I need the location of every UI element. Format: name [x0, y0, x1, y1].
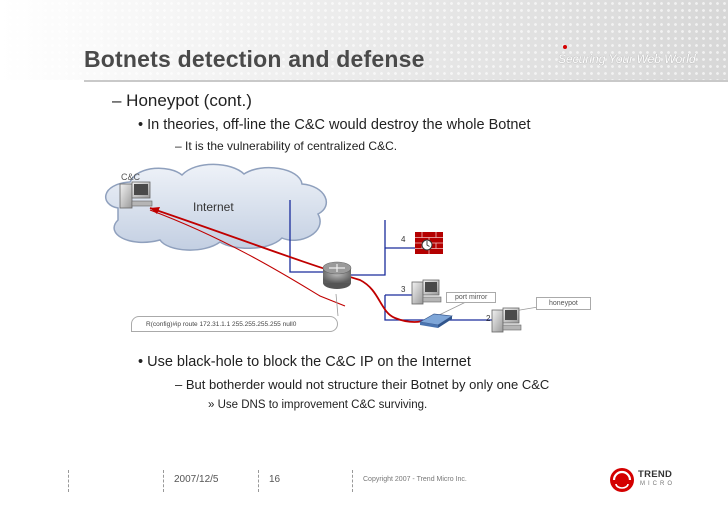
node-2-label: 2: [486, 314, 491, 323]
internet-cloud: [104, 163, 328, 251]
footer-divider: [258, 470, 259, 492]
brand-tagline: Securing Your Web World: [558, 52, 696, 66]
slide-title: Botnets detection and defense: [84, 46, 425, 72]
bullet-level2-a: • In theories, off-line the C&C would de…: [138, 117, 531, 133]
router-icon: [322, 261, 352, 289]
bullet-level1: – Honeypot (cont.): [112, 91, 252, 110]
brand-dot: [563, 45, 567, 49]
bullet-level3-b: – But botherder would not structure thei…: [175, 377, 550, 392]
logo-wordmark: TREND: [638, 469, 673, 480]
footer-copyright: Copyright 2007 - Trend Micro Inc.: [363, 476, 467, 483]
footer-date: 2007/12/5: [174, 474, 219, 485]
bullet-level3-a: – It is the vulnerability of centralized…: [175, 139, 398, 153]
network-diagram: [104, 163, 557, 333]
node-4-label: 4: [401, 235, 406, 244]
header-pattern: [0, 0, 728, 80]
footer-page-number: 16: [269, 474, 281, 485]
trend-micro-logo: [610, 468, 634, 492]
logo-subtext: MICRO: [640, 481, 675, 487]
internet-label: Internet: [193, 200, 234, 214]
honeypot-server-icon: [491, 307, 522, 333]
attack-path: [149, 207, 431, 323]
title-rule: [84, 80, 728, 82]
cc-server-icon: [119, 181, 153, 209]
footer-divider: [163, 470, 164, 492]
port-mirror-callout: port mirror: [446, 292, 497, 303]
footer-divider: [68, 470, 69, 492]
node-3-label: 3: [401, 285, 406, 294]
firewall-icon: [415, 232, 443, 254]
router-command-callout: R(config)#ip route 172.31.1.1 255.255.25…: [131, 316, 338, 332]
switch-icon: [418, 313, 454, 328]
bullet-level4: » Use DNS to improvement C&C surviving.: [208, 399, 428, 411]
bullet-level2-b: • Use black-hole to block the C&C IP on …: [138, 354, 471, 370]
footer-divider: [352, 470, 353, 492]
honeypot-callout: honeypot: [536, 297, 591, 310]
server-icon: [411, 279, 442, 305]
cc-label: C&C: [121, 172, 141, 182]
